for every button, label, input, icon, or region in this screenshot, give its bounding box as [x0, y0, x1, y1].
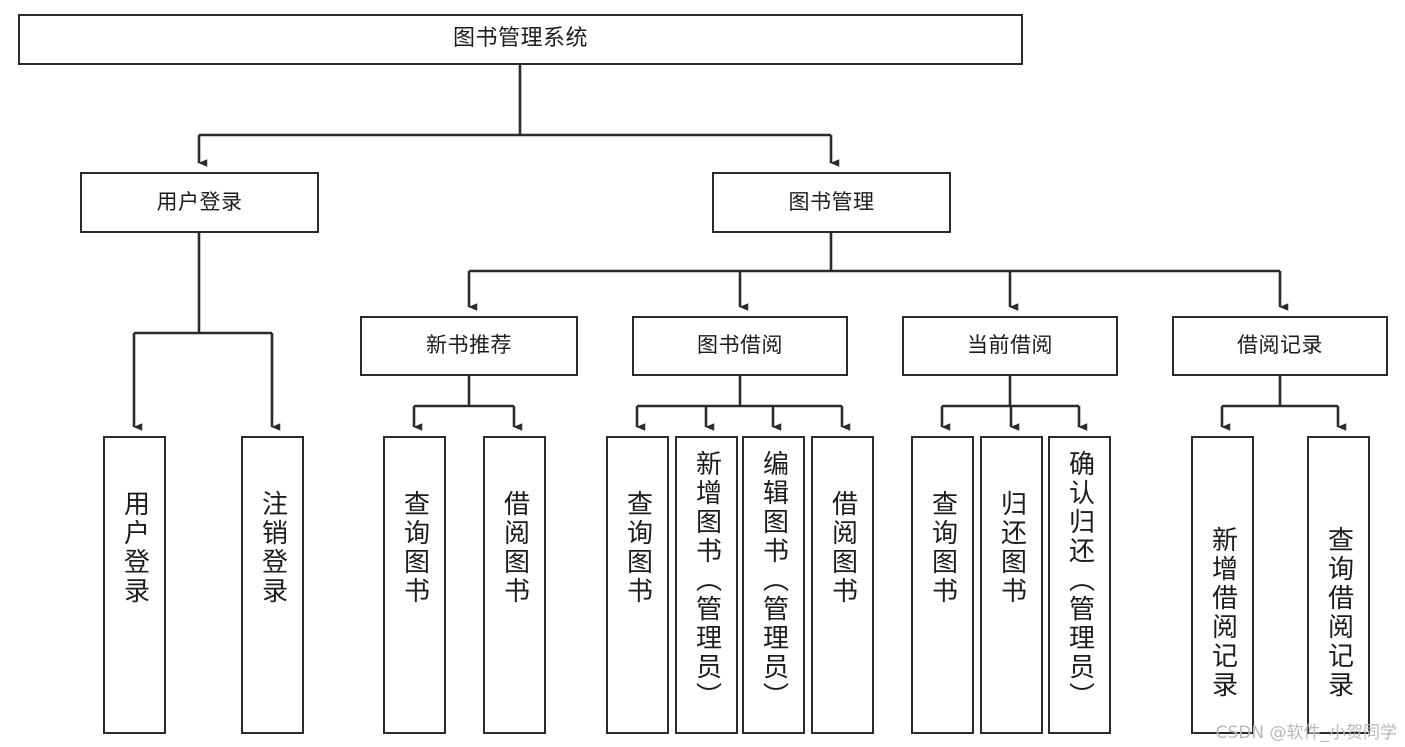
node-current-borrow[interactable]: 当前借阅	[902, 316, 1118, 376]
node-book-management-label: 图书管理	[788, 189, 875, 214]
leaf-user-login-signout[interactable]: 注销登录	[241, 436, 304, 734]
node-new-book-recommend-label: 新书推荐	[426, 333, 512, 358]
leaf-current-borrow-confirm-label: 确认归还（管理员）	[1064, 450, 1095, 711]
leaf-new-book-borrow[interactable]: 借阅图书	[483, 436, 546, 734]
node-book-borrow-label: 图书借阅	[697, 333, 783, 358]
node-book-management[interactable]: 图书管理	[712, 172, 951, 233]
node-user-login[interactable]: 用户登录	[80, 172, 319, 233]
node-borrow-record-label: 借阅记录	[1237, 333, 1323, 358]
leaf-borrow-record-query-label: 查询借阅记录	[1323, 526, 1354, 700]
leaf-book-borrow-borrow-label: 借阅图书	[827, 490, 858, 606]
leaf-book-borrow-edit[interactable]: 编辑图书（管理员）	[742, 436, 805, 734]
node-root-system[interactable]: 图书管理系统	[18, 14, 1023, 65]
leaf-borrow-record-query[interactable]: 查询借阅记录	[1307, 436, 1370, 734]
node-new-book-recommend[interactable]: 新书推荐	[360, 316, 578, 376]
leaf-current-borrow-query[interactable]: 查询图书	[911, 436, 974, 734]
leaf-book-borrow-borrow[interactable]: 借阅图书	[811, 436, 874, 734]
leaf-current-borrow-return-label: 归还图书	[996, 490, 1027, 606]
leaf-current-borrow-query-label: 查询图书	[927, 490, 958, 606]
leaf-user-login-signout-label: 注销登录	[257, 490, 288, 606]
leaf-book-borrow-query-label: 查询图书	[622, 490, 653, 606]
node-book-borrow[interactable]: 图书借阅	[632, 316, 848, 376]
leaf-borrow-record-add[interactable]: 新增借阅记录	[1191, 436, 1254, 734]
leaf-user-login-signin-label: 用户登录	[119, 490, 150, 606]
leaf-current-borrow-return[interactable]: 归还图书	[980, 436, 1043, 734]
leaf-current-borrow-confirm[interactable]: 确认归还（管理员）	[1048, 436, 1111, 734]
node-borrow-record[interactable]: 借阅记录	[1172, 316, 1388, 376]
leaf-book-borrow-query[interactable]: 查询图书	[606, 436, 669, 734]
leaf-book-borrow-add-label: 新增图书（管理员）	[691, 450, 722, 711]
node-user-login-label: 用户登录	[156, 189, 243, 214]
leaf-new-book-borrow-label: 借阅图书	[499, 490, 530, 606]
node-current-borrow-label: 当前借阅	[967, 333, 1053, 358]
leaf-book-borrow-edit-label: 编辑图书（管理员）	[758, 450, 789, 711]
leaf-new-book-query-label: 查询图书	[399, 490, 430, 606]
leaf-borrow-record-add-label: 新增借阅记录	[1207, 526, 1238, 700]
leaf-book-borrow-add[interactable]: 新增图书（管理员）	[675, 436, 738, 734]
leaf-user-login-signin[interactable]: 用户登录	[103, 436, 166, 734]
leaf-new-book-query[interactable]: 查询图书	[383, 436, 446, 734]
node-root-system-label: 图书管理系统	[452, 26, 588, 52]
